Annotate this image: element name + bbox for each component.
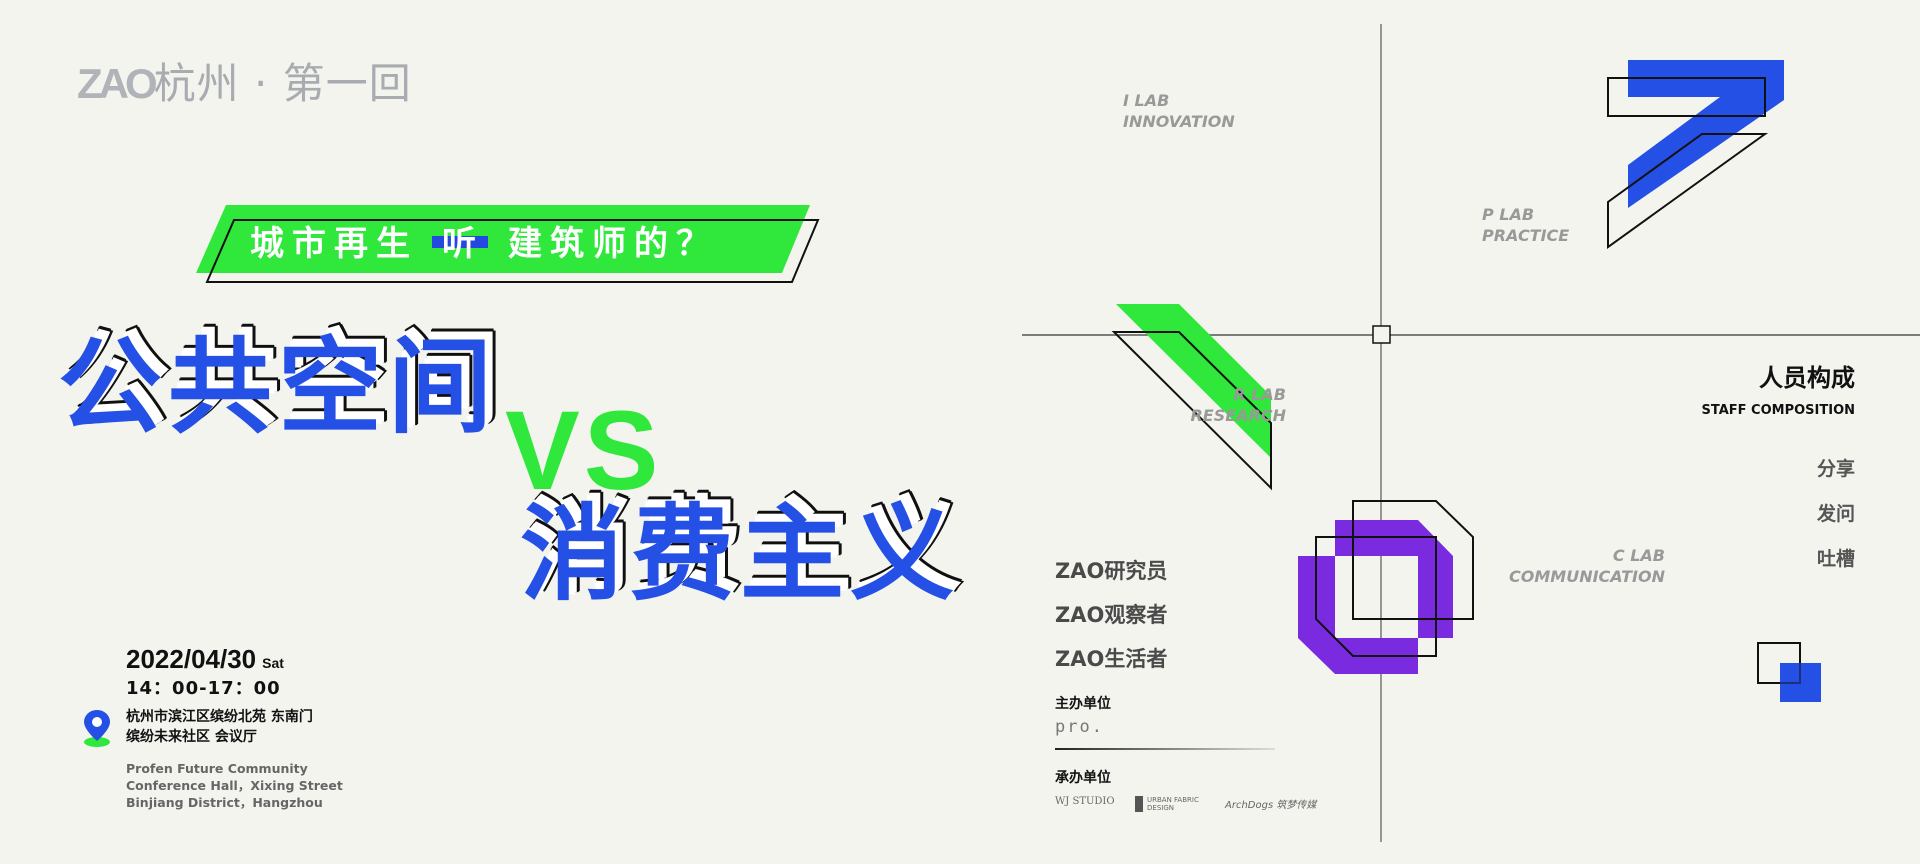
event-date: 2022/04/30 Sat — [126, 644, 284, 675]
lab-innovation: I LAB INNOVATION — [1123, 90, 1235, 132]
co-organizer-label: 承办单位 — [1055, 770, 1111, 786]
address-en-line: Profen Future Community — [126, 761, 308, 776]
lab-name: P LAB — [1482, 205, 1535, 224]
headline-vs: VS — [505, 388, 663, 513]
staff-item: 分享 — [1816, 458, 1855, 480]
location-pin-icon — [84, 710, 110, 747]
green-lab-outline — [1111, 331, 1272, 491]
purple-ring-shape — [1298, 520, 1453, 674]
banner-highlight: 听 — [432, 216, 488, 265]
blue-seven-outline-rect — [1607, 77, 1766, 117]
divider — [1055, 748, 1275, 750]
address-cn-line: 杭州市滨江区缤纷北苑 东南门 — [126, 709, 313, 725]
headline-line1: 公共空间 — [58, 335, 498, 439]
lab-research: R LAB RESEARCH — [1190, 384, 1286, 426]
host-label: 主办单位 — [1055, 696, 1111, 712]
lab-name: I LAB — [1123, 91, 1170, 110]
role-item: ZAO观察者 — [1055, 603, 1168, 627]
role-item: ZAO生活者 — [1055, 647, 1168, 671]
lab-name: C LAB — [1612, 546, 1665, 565]
headline-line2: 消费主义 — [520, 502, 960, 606]
lab-name: R LAB — [1233, 385, 1286, 404]
purple-outline-2 — [1315, 536, 1437, 657]
address-en-line: Conference Hall，Xixing Street — [126, 778, 343, 793]
headline-line1-text: 公共空间 — [58, 326, 499, 448]
weekday: Sat — [262, 655, 284, 671]
address-cn-line: 缤纷未来社区 会议厅 — [126, 729, 257, 745]
banner-green-shape — [196, 205, 810, 273]
co-logo-urban-fabric: URBAN FABRIC DESIGN — [1135, 796, 1205, 812]
address-cn: 杭州市滨江区缤纷北苑 东南门 缤纷未来社区 会议厅 — [126, 707, 313, 747]
date-text: 2022/04/30 — [126, 644, 257, 674]
brand-zao: ZAO — [77, 60, 158, 107]
small-outline-square-front — [1757, 642, 1801, 684]
staff-subtitle: STAFF COMPOSITION — [1701, 403, 1855, 418]
lab-full: COMMUNICATION — [1509, 567, 1665, 586]
address-en: Profen Future Community Conference Hall，… — [126, 760, 343, 811]
staff-title: 人员构成 — [1759, 364, 1855, 392]
page-title: ZAO杭州 · 第一回 — [77, 50, 412, 111]
host-logo: pro. — [1055, 717, 1104, 737]
co-logo-wj-studio: WJ STUDIO — [1055, 796, 1115, 807]
banner-highlight-text: 听 — [442, 224, 484, 264]
co-logo-archdogs: ArchDogs 筑梦传媒 — [1225, 800, 1317, 811]
staff-item: 吐槽 — [1816, 548, 1855, 570]
lab-full: PRACTICE — [1482, 226, 1570, 245]
banner-before: 城市再生 — [250, 224, 418, 264]
headline-line2-text: 消费主义 — [520, 493, 961, 615]
banner-text: 城市再生听建筑师的？ — [250, 216, 718, 265]
banner-after: 建筑师的？ — [508, 224, 718, 264]
lab-communication: C LAB COMMUNICATION — [1509, 545, 1665, 587]
banner-outline — [205, 219, 820, 283]
green-lab-shape — [1116, 304, 1271, 458]
axis-center-square — [1372, 325, 1391, 344]
title-text: 杭州 · 第一回 — [153, 59, 412, 108]
lab-full: RESEARCH — [1190, 406, 1286, 425]
lab-practice: P LAB PRACTICE — [1482, 204, 1569, 246]
role-item: ZAO研究员 — [1055, 559, 1168, 583]
address-en-line: Binjiang District，Hangzhou — [126, 795, 323, 810]
event-time: 14：00-17：00 — [126, 678, 281, 699]
purple-outline-1 — [1352, 500, 1474, 620]
staff-item: 发问 — [1816, 503, 1855, 525]
blue-seven-outline-slant — [1607, 133, 1769, 249]
lab-full: INNOVATION — [1123, 112, 1235, 131]
